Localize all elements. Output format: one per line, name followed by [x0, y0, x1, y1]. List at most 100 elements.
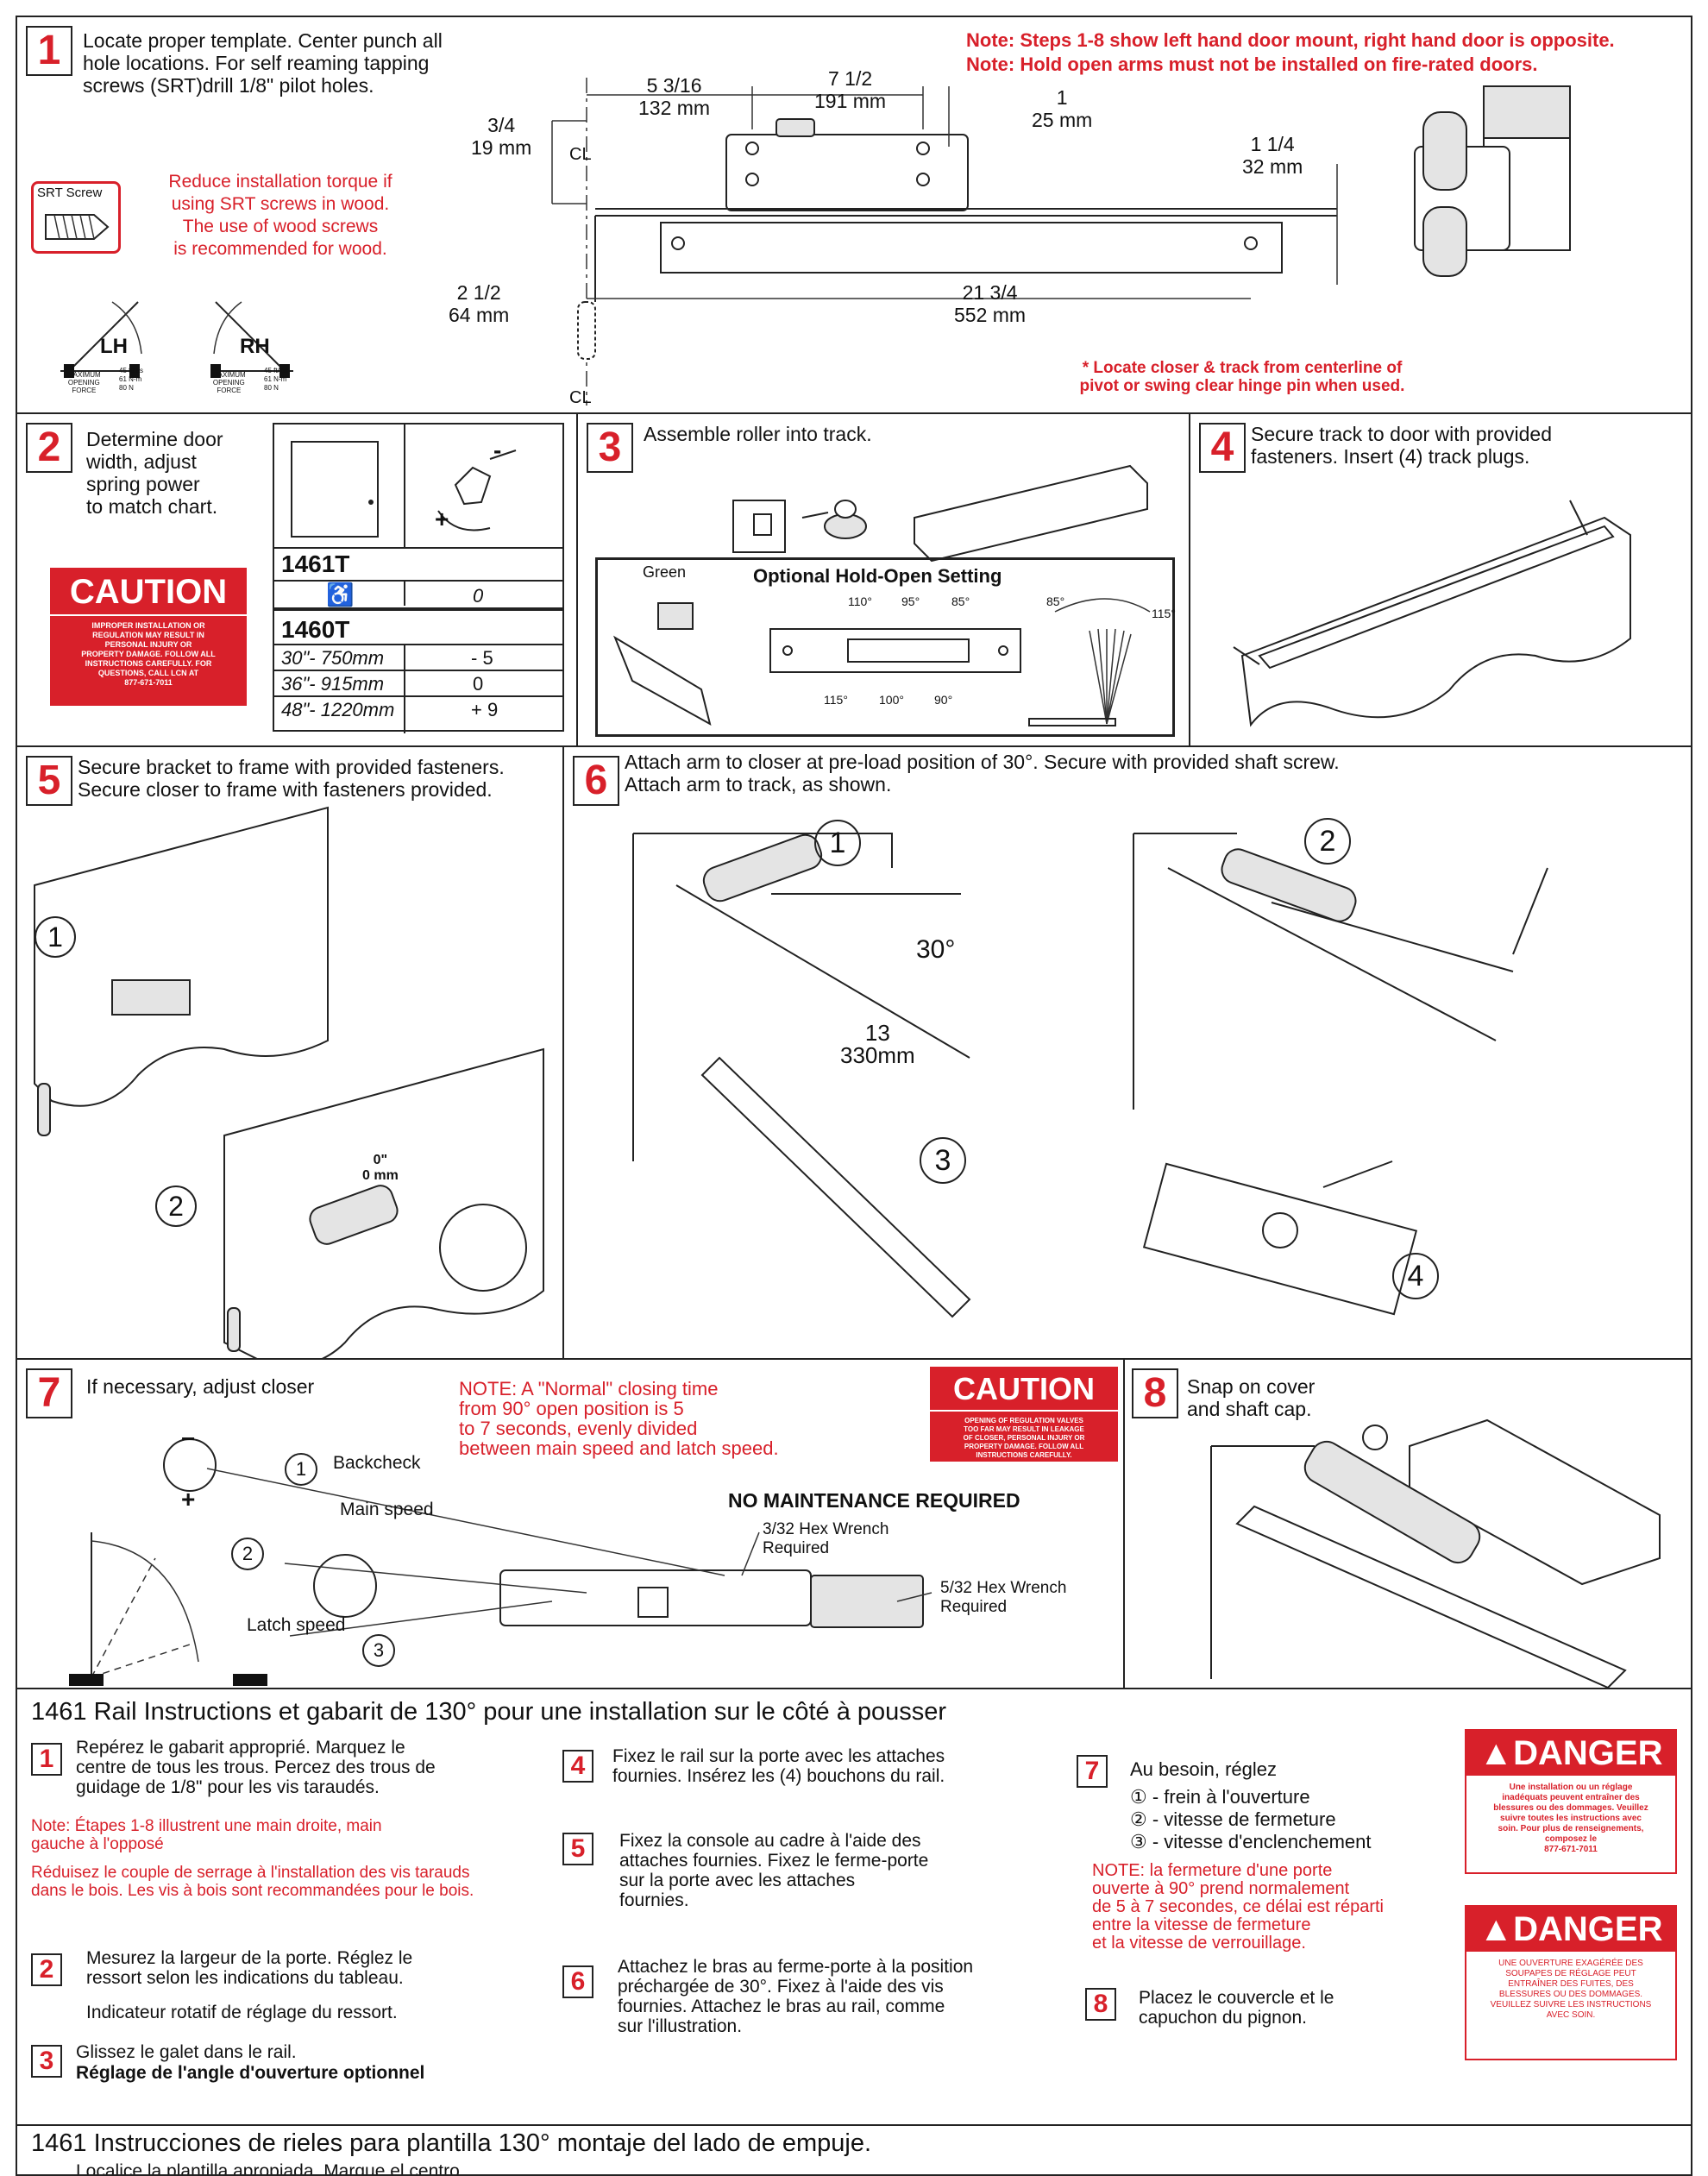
warning-icon: ▲ [1479, 1910, 1514, 1948]
danger-title-text: DANGER [1513, 1734, 1663, 1772]
rh-label: RH [240, 335, 270, 358]
model-1460t: 1460T [281, 616, 350, 643]
caution-text: IMPROPER INSTALLATION OR REGULATION MAY … [81, 621, 216, 687]
hand-diagrams [60, 301, 293, 378]
hold-open-part [612, 602, 712, 726]
dim-5-3-16: 5 3/16 132 mm [638, 74, 711, 119]
row-48-adjust: + 9 [471, 699, 499, 720]
danger-title: ▲DANGER [1466, 1731, 1675, 1776]
template-drawing [551, 78, 1338, 406]
swing-115: 115° [1152, 607, 1176, 620]
caution-text: OPENING OF REGULATION VALVES TOO FAR MAY… [963, 1417, 1085, 1459]
step-number: 5 [26, 756, 72, 806]
fr-s7-item: ③ - vitesse d'enclenchement [1130, 1831, 1372, 1852]
step3-panel: 3 Assemble roller into track. Optional H… [576, 412, 1190, 747]
sub-3: 3 [920, 1137, 966, 1184]
hinge-figure [1414, 85, 1571, 277]
dim-cl-top: CL [569, 145, 592, 164]
fr-s2: Mesurez la largeur de la porte. Réglez l… [86, 1948, 413, 1988]
fr-s3: Glissez le galet dans le rail. [76, 2042, 297, 2062]
centerline-note: * Locate closer & track from centerline … [1079, 359, 1405, 395]
fr-s7-item: ① - frein à l'ouverture [1130, 1786, 1310, 1808]
caution-title: CAUTION [50, 568, 247, 616]
swing-fan [1028, 598, 1151, 726]
step1-instruction: Locate proper template. Center punch all… [83, 29, 443, 97]
fr-s7-list: ① - frein à l'ouverture ② - vitesse de f… [1130, 1786, 1372, 1853]
lh-force-values: 45 ft/lbs 61 N-m 80 N [119, 367, 144, 392]
danger-label-2: ▲DANGER UNE OUVERTURE EXAGÉRÉE DES SOUPA… [1465, 1905, 1677, 2060]
ada-value: 0 [473, 585, 484, 607]
dim-21-3-4: 21 3/4 552 mm [954, 281, 1027, 326]
arm-dimension: 13 330mm [840, 1020, 915, 1068]
plus-sign: + [435, 506, 449, 532]
rotation-icon: - + [404, 425, 562, 549]
step-number: 4 [1199, 423, 1246, 473]
dim-1-1-4: 1 1/4 32 mm [1242, 133, 1303, 178]
row-48: 48"- 1220mm [281, 699, 395, 720]
fr-s6: Attachez le bras au ferme-porte à la pos… [618, 1957, 974, 2036]
model-1461t: 1461T [281, 550, 350, 577]
caution-label: CAUTION OPENING OF REGULATION VALVES TOO… [930, 1367, 1118, 1462]
control-minus: − [181, 1425, 196, 1452]
fr-step-7: 7 [1077, 1755, 1108, 1788]
lh-label: LH [100, 335, 128, 358]
warning-icon: ▲ [1479, 1734, 1514, 1772]
step-number: 2 [26, 423, 72, 473]
angle-85: 85° [951, 594, 970, 608]
dim-cl-bottom: CL [569, 388, 592, 407]
step4-instruction: Secure track to door with provided faste… [1251, 423, 1553, 468]
step6-panel: 6 Attach arm to closer at pre-load posit… [562, 745, 1692, 1360]
srt-label: SRT Screw [37, 186, 103, 200]
fr-s7-item: ② - vitesse de fermeture [1130, 1808, 1336, 1830]
fr-step-5: 5 [562, 1833, 593, 1865]
step-number: 6 [573, 756, 619, 806]
green-label: Green [643, 563, 687, 581]
fr-step-4: 4 [562, 1750, 593, 1783]
adjust-diagram [69, 1438, 932, 1686]
caution-title: CAUTION [930, 1367, 1118, 1412]
sub-2: 2 [155, 1185, 197, 1227]
callout-3: 3 [362, 1634, 395, 1667]
fr-s7-item-text: frein à l'ouverture [1164, 1786, 1310, 1808]
main-speed-label: Main speed [340, 1500, 434, 1519]
hold-open-title: Optional Hold-Open Setting [753, 565, 1002, 587]
cover-figure [1210, 1418, 1661, 1688]
srt-screw-figure: SRT Screw [31, 181, 121, 254]
step1-note-hand: Note: Steps 1-8 show left hand door moun… [966, 29, 1615, 51]
hex-3-32: 3/32 Hex Wrench Required [763, 1520, 889, 1557]
fr-step-1: 1 [31, 1743, 62, 1776]
step6-instruction: Attach arm to closer at pre-load positio… [625, 751, 1340, 796]
fr-step-2: 2 [31, 1953, 62, 1986]
rh-force-label: MAXIMUM OPENING FORCE [212, 371, 246, 394]
door-track-figure [1233, 500, 1631, 727]
sub-4: 4 [1392, 1253, 1439, 1299]
hold-open-box: Optional Hold-Open Setting Green 110° 95… [595, 557, 1176, 737]
zero-offset: 0" 0 mm [362, 1153, 399, 1183]
danger-label-1: ▲DANGER Une installation ou un réglage i… [1465, 1729, 1677, 1874]
screw-icon [45, 214, 110, 240]
caution-label: CAUTION IMPROPER INSTALLATION OR REGULAT… [50, 568, 247, 706]
callout-2: 2 [231, 1538, 264, 1570]
step-number: 1 [26, 26, 72, 76]
step3-instruction: Assemble roller into track. [644, 423, 872, 445]
step8-panel: 8 Snap on cover and shaft cap. [1123, 1358, 1692, 1689]
french-section: 1461 Rail Instructions et gabarit de 130… [16, 1688, 1692, 2126]
spring-chart: - + 1461T ♿ 0 1460T 30"- 750mm - 5 36"- … [273, 423, 564, 733]
fr-step-3: 3 [31, 2045, 62, 2078]
dim-2-1-2: 2 1/2 64 mm [449, 281, 510, 326]
french-title: 1461 Rail Instructions et gabarit de 130… [31, 1698, 947, 1726]
row-36-adjust: 0 [473, 673, 484, 695]
row-30-adjust: - 5 [471, 647, 493, 669]
wheelchair-icon: ♿ [326, 582, 355, 607]
door-icon [274, 425, 405, 549]
angle-100: 100° [879, 693, 904, 707]
swing-85: 85° [1046, 594, 1065, 608]
angle-90: 90° [934, 693, 953, 707]
sp-s1-partial: Localice la plantilla apropiada. Marque … [76, 2161, 460, 2176]
callout-1: 1 [285, 1453, 317, 1486]
spanish-section: 1461 Instrucciones de rieles para planti… [16, 2124, 1692, 2176]
step7-instruction: If necessary, adjust closer [86, 1375, 315, 1398]
danger-text: UNE OUVERTURE EXAGÉRÉE DES SOUPAPES DE R… [1490, 1959, 1652, 2020]
no-maintenance: NO MAINTENANCE REQUIRED [728, 1489, 1020, 1512]
spanish-title: 1461 Instrucciones de rieles para planti… [31, 2129, 872, 2157]
